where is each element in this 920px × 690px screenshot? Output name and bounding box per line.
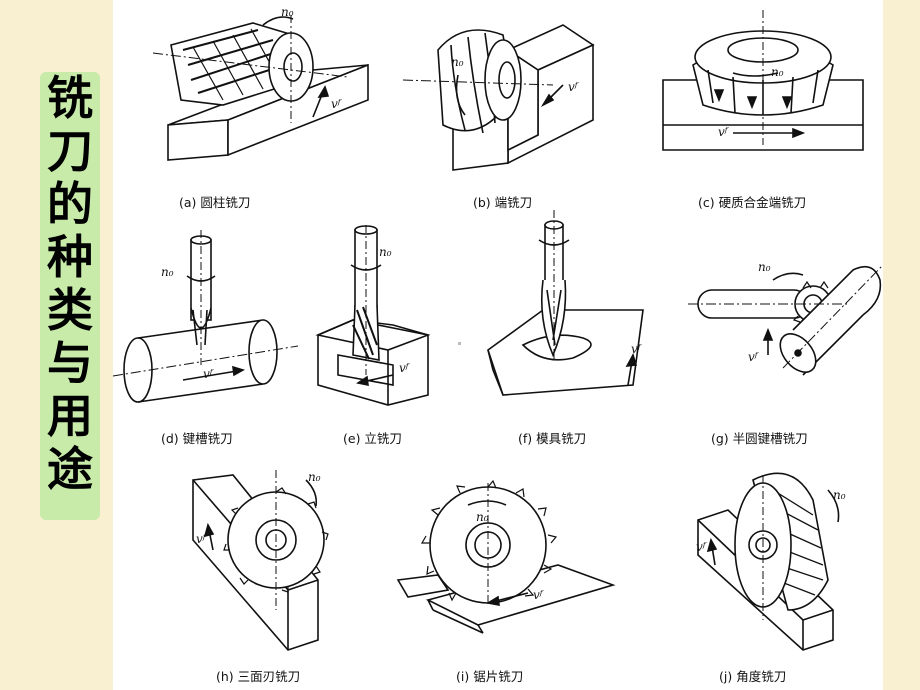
figure-side-mill: n₀ vᶠ [188,470,338,660]
page-title: 铣 刀 的 种 类 与 用 途 [40,72,100,520]
figure-caption: (j) 角度铣刀 [719,669,787,684]
figure-angle-cutter: n₀ vᶠ [693,460,863,660]
title-char: 的 [47,177,93,231]
title-char: 途 [47,442,93,496]
title-char: 铣 [47,71,93,125]
figure-cylindrical-cutter: n₀ vᶠ [152,5,369,190]
title-char: 类 [47,283,93,337]
spindle-speed-symbol: n₀ [771,65,784,79]
feed-rate-symbol: vᶠ [203,367,213,381]
feed-rate-symbol: vᶠ [696,540,706,554]
cylindrical-cutter-drawing [152,15,369,161]
figure-carbide-face-cutter: n₀ vᶠ [653,5,878,190]
spindle-speed-symbol: n₀ [281,5,294,19]
title-char: 与 [47,336,93,390]
figure-caption: (b) 端铣刀 [473,195,533,210]
figure-caption: (h) 三面刃铣刀 [216,669,301,684]
spindle-speed-symbol: n₀ [379,245,392,259]
dot-mark [458,342,461,345]
figure-face-cutter: n₀ vᶠ [402,5,603,190]
side-mill-drawing [192,470,329,651]
woodruff-cutter-drawing [688,264,884,376]
face-cutter-drawing [402,24,595,171]
feed-rate-symbol: vᶠ [631,342,641,356]
spindle-speed-symbol: n₀ [451,55,464,69]
feed-rate-symbol: vᶠ [748,350,758,364]
figure-slitting-saw: n₀ vᶠ [388,479,618,660]
figure-caption: (e) 立铣刀 [343,431,402,446]
title-char: 用 [47,389,93,443]
feed-rate-symbol: vᶠ [399,361,409,375]
feed-rate-symbol: vᶠ [331,97,341,111]
figure-caption: (d) 键槽铣刀 [161,431,233,446]
spindle-speed-symbol: n₀ [758,260,771,274]
feed-rate-symbol: vᶠ [568,80,578,94]
spindle-speed-symbol: n₀ [161,265,174,279]
feed-rate-symbol: vᶠ [196,532,206,546]
title-char: 种 [47,230,93,284]
figure-caption: (f) 模具铣刀 [518,431,587,446]
slitting-saw-drawing [396,479,616,634]
spindle-speed-symbol: n₀ [308,470,321,484]
figure-die-sinking-cutter: vᶠ [483,210,658,420]
title-char: 刀 [47,124,93,178]
angle-cutter-drawing [697,472,840,651]
figure-caption: (c) 硬质合金端铣刀 [698,195,807,210]
end-mill-drawing [315,225,431,406]
figure-keyway-cutter: n₀ vᶠ [112,230,299,420]
figure-caption: (g) 半圆键槽铣刀 [711,431,808,446]
keyway-cutter-drawing [112,230,299,403]
die-sinking-cutter-drawing [487,210,644,396]
figure-panel: n₀ vᶠ (a) 圆柱铣刀 n₀ vᶠ (b) 端铣刀 [112,0,884,690]
spindle-speed-symbol: n₀ [476,510,489,524]
feed-rate-symbol: vᶠ [533,588,543,602]
carbide-face-cutter-drawing [662,10,864,151]
figure-caption: (a) 圆柱铣刀 [179,195,251,210]
figure-woodruff-cutter: n₀ vᶠ [688,250,888,420]
feed-rate-symbol: vᶠ [718,125,728,139]
figure-caption: (i) 锯片铣刀 [456,669,524,684]
figure-end-mill: n₀ vᶠ [313,225,443,420]
spindle-speed-symbol: n₀ [833,488,846,502]
